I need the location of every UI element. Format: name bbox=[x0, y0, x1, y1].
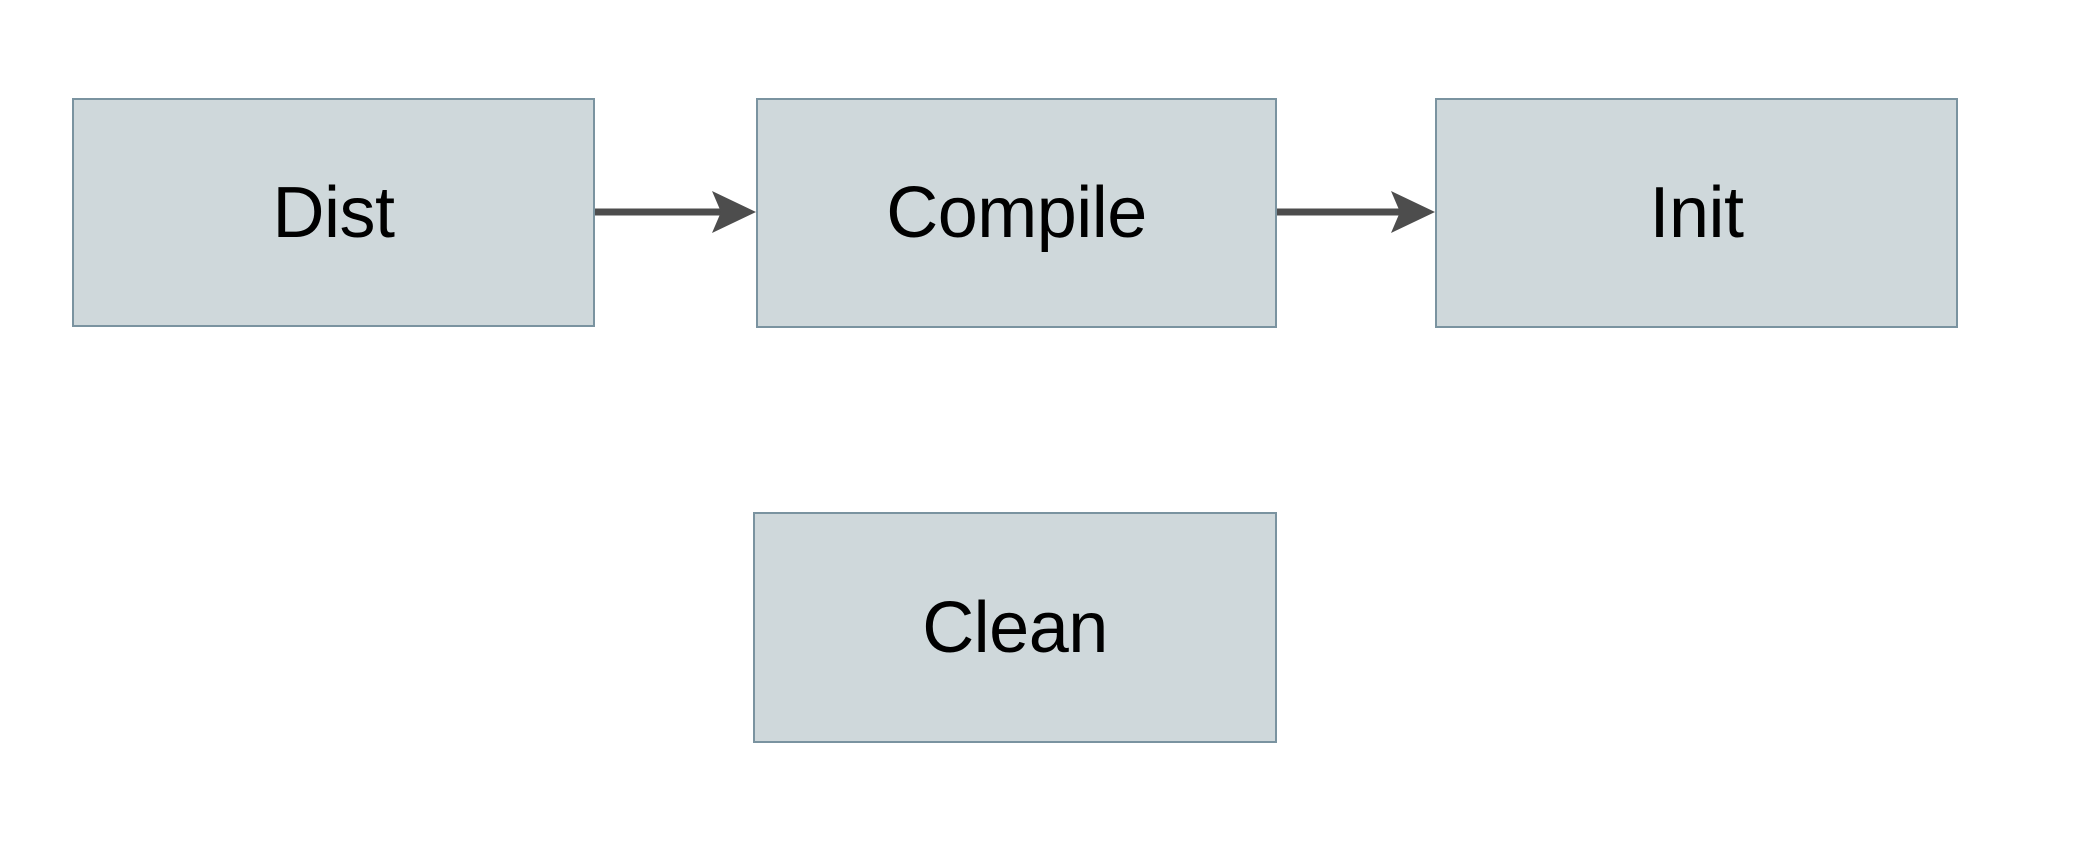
arrowhead-icon bbox=[712, 191, 756, 233]
node-compile[interactable]: Compile bbox=[756, 98, 1277, 328]
node-compile-label: Compile bbox=[886, 173, 1147, 253]
node-clean-label: Clean bbox=[922, 587, 1108, 668]
node-clean[interactable]: Clean bbox=[753, 512, 1277, 743]
node-dist-label: Dist bbox=[272, 172, 396, 253]
node-init-label: Init bbox=[1649, 173, 1744, 253]
edge-dist-to-compile[interactable] bbox=[595, 182, 756, 242]
edge-compile-to-init[interactable] bbox=[1277, 182, 1435, 242]
node-dist[interactable]: Dist bbox=[72, 98, 595, 327]
node-init[interactable]: Init bbox=[1435, 98, 1958, 328]
arrowhead-icon bbox=[1391, 191, 1435, 233]
